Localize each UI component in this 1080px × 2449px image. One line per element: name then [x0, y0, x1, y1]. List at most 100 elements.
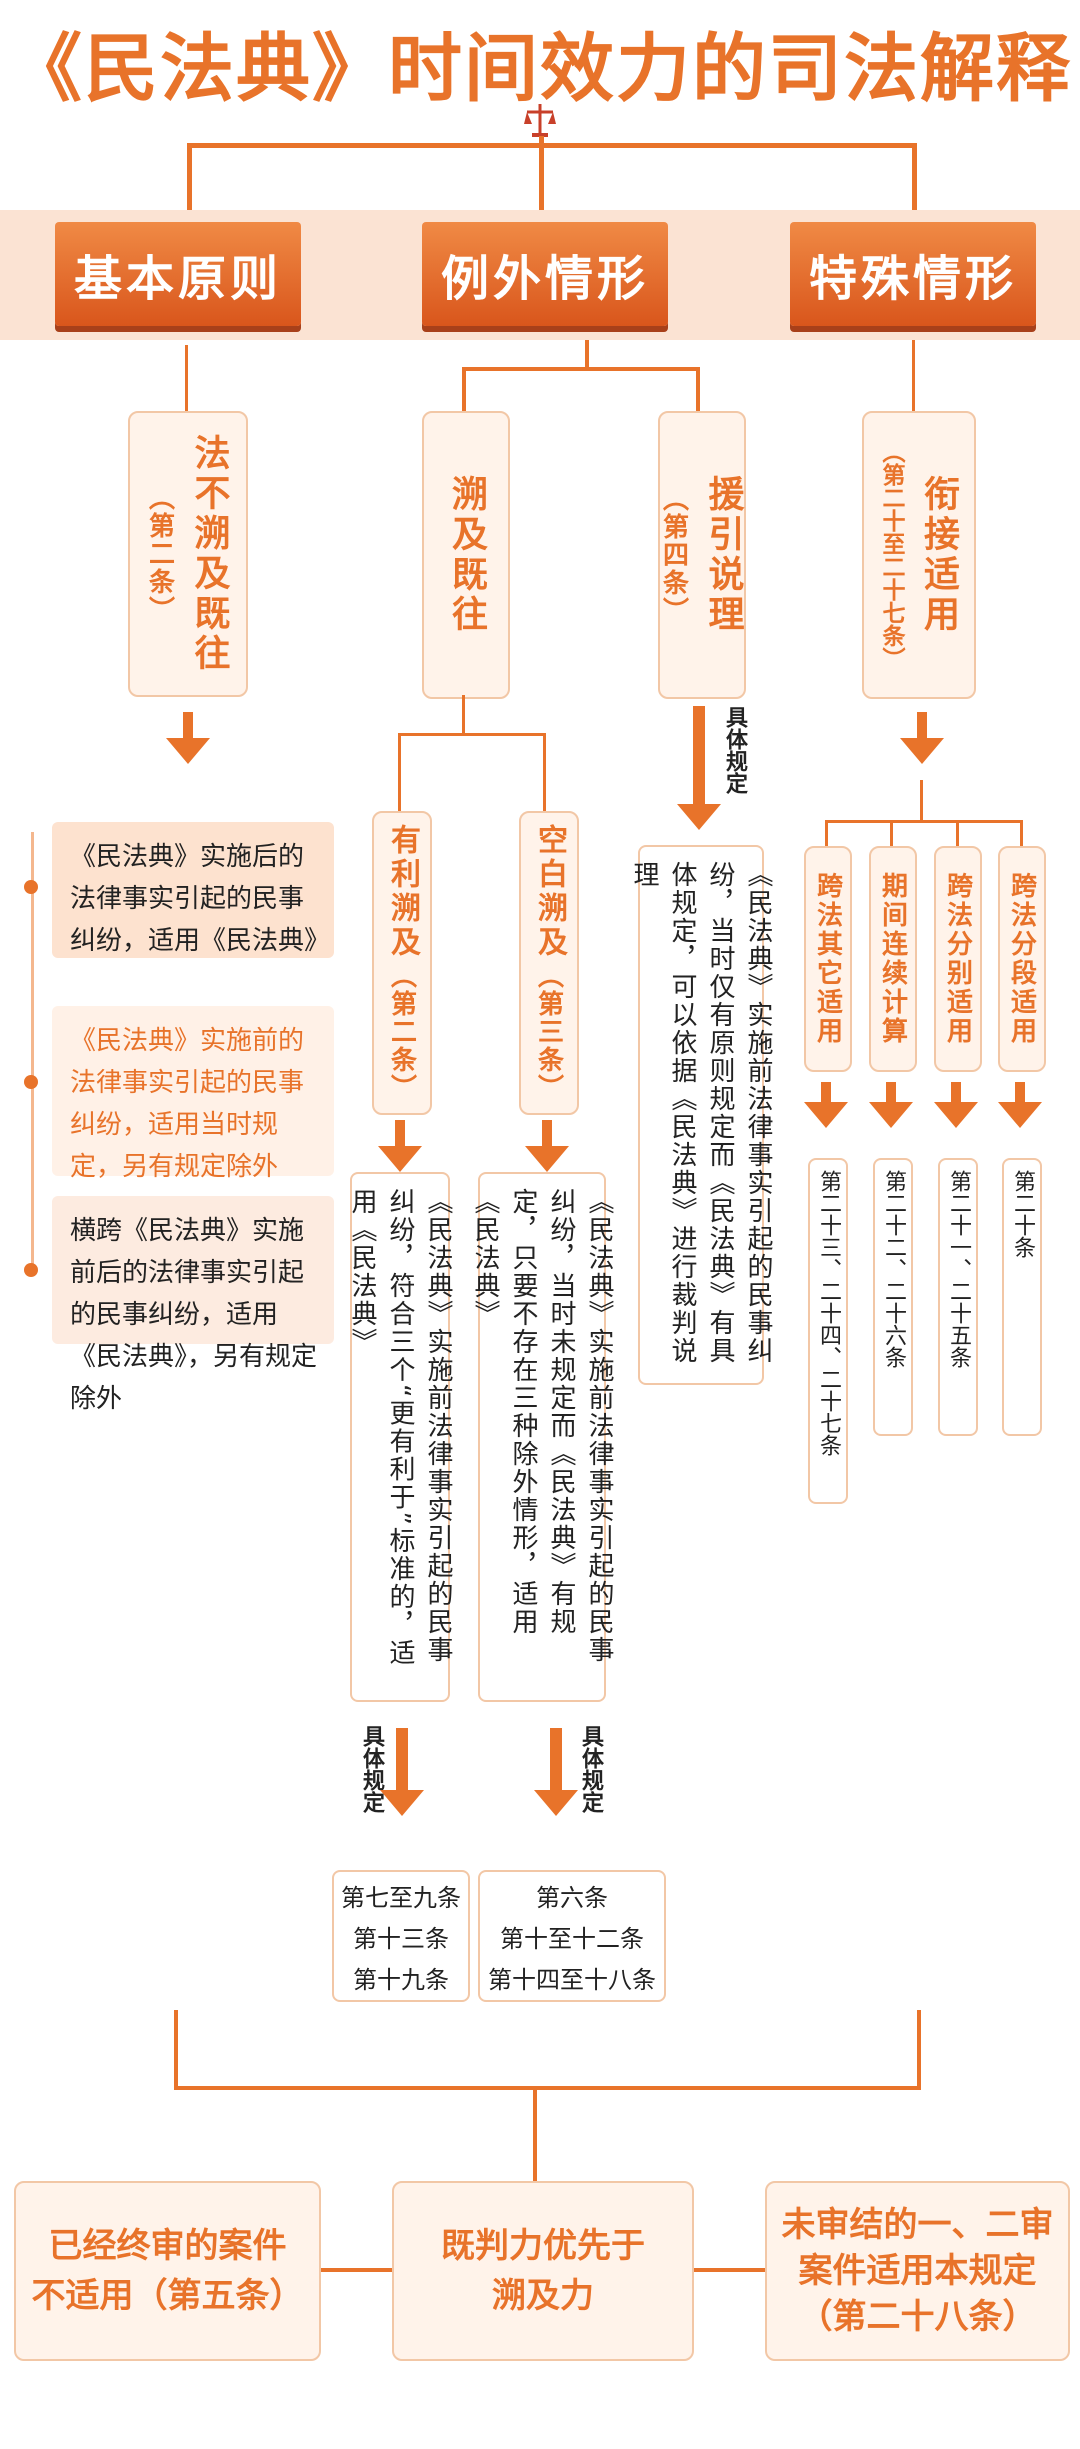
article-label: 第二十三、二十四、二十七条	[816, 1170, 841, 1456]
text: 《民法典》实施前法律事实引起的民事纠纷，当时未规定而《民法典》有规定，只要不存在…	[470, 1188, 614, 1664]
box-sub-label: （第二条）	[144, 484, 175, 624]
special-articles-box: 第二十三、二十四、二十七条	[808, 1158, 848, 1504]
box-retroactivity: 溯及既往	[422, 411, 510, 699]
box-res-judicata: 既判力优先于 溯及力	[392, 2181, 694, 2361]
connector	[317, 2268, 392, 2272]
box-line: 案件适用本规定	[798, 2251, 1037, 2291]
box-sub-label: （第二十至二十七条）	[878, 440, 904, 670]
list-item: 横跨《民法典》实施前后的法律事实引起的民事纠纷，适用《民法典》，另有规定除外	[52, 1196, 334, 1414]
arrow-down-icon	[380, 1790, 424, 1816]
blank-articles-box: 第六条 第十至十二条 第十四至十八条	[478, 1870, 666, 2002]
specific-label: 具体规定	[578, 1725, 603, 1813]
connector	[825, 820, 828, 846]
box-sub-label: （第四条）	[658, 485, 689, 625]
arrow-down-icon	[934, 1102, 978, 1128]
arrow-shaft	[951, 1082, 961, 1102]
special-item-label: 跨法分段适用	[1006, 872, 1037, 1046]
arrow-shaft	[886, 1082, 896, 1102]
box-line: 已经终审的案件	[48, 2226, 287, 2266]
cite-reasoning-text: 《民法典》实施前法律事实引起的民事纠纷，当时仅有原则规定而《民法典》有具体规定，…	[629, 845, 773, 1385]
blank-retro-text: 《民法典》实施前法律事实引起的民事纠纷，当时未规定而《民法典》有规定，只要不存在…	[470, 1172, 614, 1702]
arrow-shaft	[693, 706, 705, 806]
header-basic-principle: 基本原则	[55, 222, 301, 326]
special-articles-box: 第二十二、二十六条	[873, 1158, 913, 1436]
arrow-shaft	[1015, 1082, 1025, 1102]
special-articles-box: 第二十一、二十五条	[938, 1158, 978, 1436]
box-main-label: 法不溯及既往	[188, 434, 230, 674]
box-line: 溯及力	[492, 2276, 594, 2316]
arrow-shaft	[821, 1082, 831, 1102]
specific-label: 具体规定	[722, 706, 747, 794]
bullet-icon	[24, 1075, 38, 1089]
box-line: 未审结的一、二审	[781, 2205, 1054, 2245]
connector	[825, 820, 1023, 823]
special-item-box: 跨法其它适用	[804, 846, 852, 1072]
box-blank-retro: 空白溯及 （第三条）	[519, 811, 579, 1115]
connector	[912, 143, 917, 223]
box-line: 既判力优先于	[441, 2226, 645, 2266]
connector	[956, 820, 959, 846]
box-main-label: 衔接适用	[918, 475, 959, 635]
special-item-box: 期间连续计算	[869, 846, 917, 1072]
connector	[917, 2010, 921, 2090]
box-main-label: 援引说理	[702, 475, 744, 635]
connector	[462, 695, 465, 733]
arrow-down-icon	[525, 1146, 569, 1172]
article-label: 第二十二、二十六条	[881, 1170, 906, 1368]
favorable-retro-text: 《民法典》实施前法律事实引起的民事纠纷，符合三个“更有利于”标准的，适用《民法典…	[347, 1172, 453, 1702]
connector	[890, 820, 893, 846]
article-label: 第二十一、二十五条	[946, 1170, 971, 1368]
arrow-down-icon	[378, 1146, 422, 1172]
article-label: 第十至十二条	[500, 1924, 644, 1953]
bullet-icon	[24, 1263, 38, 1277]
arrow-shaft	[542, 1120, 552, 1146]
connector	[462, 367, 700, 371]
arrow-shaft	[917, 712, 927, 738]
box-transition-application: 衔接适用 （第二十至二十七条）	[862, 411, 976, 699]
box-sub-label: （第三条）	[533, 962, 564, 1102]
arrow-down-icon	[677, 804, 721, 830]
arrow-down-icon	[900, 738, 944, 764]
connector	[690, 2268, 765, 2272]
article-label: 第二十条	[1010, 1170, 1035, 1258]
page-title: 《民法典》时间效力的司法解释	[8, 26, 1072, 112]
article-label: 第十三条	[353, 1924, 449, 1953]
connector	[187, 143, 917, 148]
special-item-label: 跨法其它适用	[812, 872, 843, 1046]
connector	[920, 780, 923, 820]
connector	[185, 345, 188, 411]
connector	[398, 733, 401, 811]
connector	[533, 2086, 537, 2181]
box-main-label: 空白溯及	[532, 824, 567, 960]
bullet-icon	[24, 880, 38, 894]
arrow-down-icon	[998, 1102, 1042, 1128]
scale-icon	[524, 104, 556, 137]
list-item: 《民法典》实施后的法律事实引起的民事纠纷，适用《民法典》	[52, 822, 334, 958]
article-label: 第十四至十八条	[488, 1965, 656, 1994]
connector	[539, 136, 544, 216]
header-special: 特殊情形	[790, 222, 1036, 326]
arrow-shaft	[395, 1120, 405, 1146]
connector	[398, 733, 546, 736]
connector	[462, 367, 466, 411]
arrow-shaft	[183, 712, 193, 738]
arrow-shaft	[550, 1728, 562, 1790]
box-line: （第二十八条）	[798, 2297, 1037, 2337]
special-item-label: 跨法分别适用	[942, 872, 973, 1046]
header-exception: 例外情形	[422, 222, 668, 326]
box-final-judgment: 已经终审的案件 不适用（第五条）	[14, 2181, 321, 2361]
connector	[585, 340, 589, 370]
box-main-label: 有利溯及	[385, 824, 420, 960]
box-cite-reasoning: 援引说理 （第四条）	[658, 411, 746, 699]
connector	[31, 832, 34, 1272]
list-item: 《民法典》实施前的法律事实引起的民事纠纷，适用当时规定，另有规定除外	[52, 1006, 334, 1182]
special-articles-box: 第二十条	[1002, 1158, 1042, 1436]
arrow-down-icon	[166, 738, 210, 764]
special-item-label: 期间连续计算	[877, 872, 908, 1046]
box-sub-label: （第二条）	[386, 962, 417, 1102]
connector	[1020, 820, 1023, 846]
article-label: 第六条	[536, 1883, 608, 1912]
connector	[912, 340, 915, 412]
connector	[696, 367, 700, 411]
box-no-retroactivity: 法不溯及既往 （第二条）	[128, 411, 248, 697]
